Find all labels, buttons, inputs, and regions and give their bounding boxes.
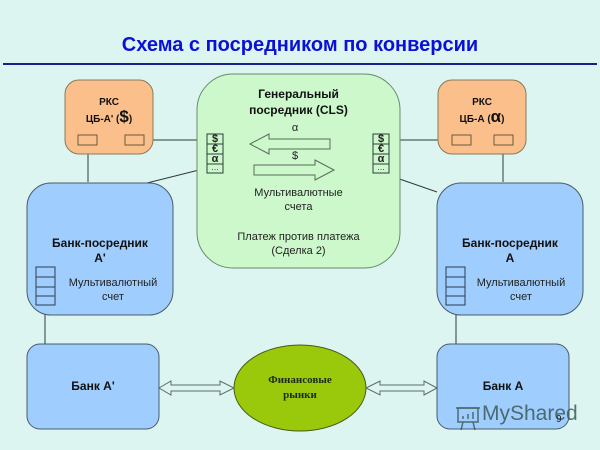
arrow-left-label: α [291, 122, 299, 134]
cls-left-account-stack [206, 133, 224, 174]
bank-intermediary-right-title: Банк-посредник A [462, 236, 558, 265]
cls-right-cell-alpha: α [377, 153, 385, 165]
cls-left-cell-alpha: α [211, 153, 219, 165]
watermark-text: MyShared [482, 402, 578, 425]
rkc-right-label: РКС ЦБ-А (α) [438, 96, 526, 127]
rkc-right-line1: РКС [472, 97, 492, 108]
rkc-left-port-2 [124, 134, 145, 146]
rkc-left-port-1 [77, 134, 98, 146]
cls-pvp-label: Платеж против платежа (Сделка 2) [237, 231, 360, 257]
currency-alpha-symbol: α [490, 107, 502, 126]
page-number: 9 [556, 414, 562, 425]
myshared-logo-icon [456, 407, 480, 431]
cls-right-cell-euro: € [377, 143, 385, 155]
double-arrow-right-icon [364, 380, 439, 396]
cls-right-cell-dollar: $ [377, 133, 385, 145]
cls-right-cell-more: … [377, 163, 385, 172]
bank-right-label: Банк A [482, 379, 524, 393]
cls-title: Генеральный посредник (CLS) [249, 87, 348, 117]
cls-left-cell-euro: € [211, 143, 219, 155]
rkc-left-line1: РКС [99, 97, 119, 108]
rkc-left-line2: ЦБ-А' ($) [85, 107, 133, 126]
slide-title: Схема с посредником по конверсии [121, 34, 479, 56]
cls-right-account-stack [372, 133, 390, 174]
double-arrow-left-icon [158, 380, 236, 396]
rkc-right-port-1 [451, 134, 472, 146]
title-divider [3, 63, 597, 65]
rkc-left-label: РКС ЦБ-А' ($) [65, 96, 153, 127]
currency-dollar-symbol: $ [119, 107, 129, 126]
bank-intermediary-right-account-label: Мультивалютный счет [476, 277, 566, 303]
bank-left-box[interactable] [26, 343, 160, 430]
financial-markets-label: Финансовые рынки [268, 374, 332, 401]
bank-intermediary-left-account-label: Мультивалютный счет [68, 277, 158, 303]
bank-intermediary-right-account-stack [445, 266, 466, 306]
bank-intermediary-right-box[interactable] [436, 182, 584, 316]
arrow-right-label: $ [291, 150, 299, 162]
cls-left-cell-dollar: $ [211, 133, 219, 145]
rkc-right-port-2 [493, 134, 514, 146]
cls-left-cell-more: … [211, 163, 219, 172]
rkc-right-line2: ЦБ-А (α) [459, 107, 505, 126]
bank-intermediary-left-account-stack [35, 266, 56, 306]
bank-left-label: Банк A' [71, 379, 115, 393]
bank-intermediary-left-title: Банк-посредник A' [52, 236, 148, 265]
bank-intermediary-left-box[interactable] [26, 182, 174, 316]
arrow-right-dollar-icon [253, 159, 336, 181]
cls-multicurrency-accounts: Мультивалютные счета [254, 187, 343, 213]
arrow-left-alpha-icon [248, 133, 331, 155]
